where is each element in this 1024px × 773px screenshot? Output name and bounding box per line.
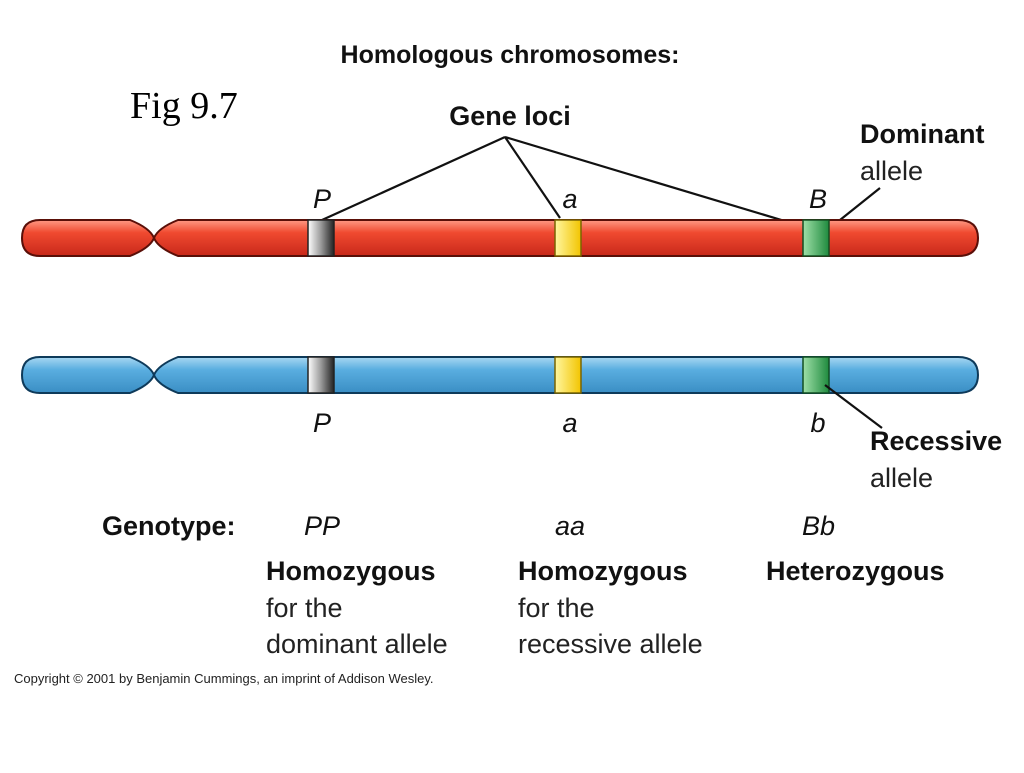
pointer-line-B: [504, 135, 809, 230]
figure-number: Fig 9.7: [130, 85, 238, 127]
locus-band-a-bottom: [554, 356, 582, 394]
dominant-allele-word: allele: [860, 156, 923, 186]
desc-aa-line2: for the: [518, 593, 595, 623]
genotype-PP: PP: [304, 511, 340, 541]
locus-band-b-bottom: [802, 356, 830, 394]
top-allele-B: B: [809, 184, 827, 214]
genotype-Bb: Bb: [802, 511, 835, 541]
dominant-label: Dominant: [860, 119, 985, 149]
bottom-allele-P: P: [313, 408, 331, 438]
locus-band-a-top: [554, 219, 582, 257]
desc-aa-name: Homozygous: [518, 556, 688, 586]
recessive-label: Recessive: [870, 426, 1002, 456]
desc-PP-line3: dominant allele: [266, 629, 448, 659]
genotype-label: Genotype:: [102, 511, 236, 541]
locus-band-P-top: [307, 219, 335, 257]
desc-PP-name: Homozygous: [266, 556, 436, 586]
desc-aa-line3: recessive allele: [518, 629, 703, 659]
top-chromosome: [20, 219, 980, 257]
bottom-chromosome: [20, 356, 980, 394]
pointer-line-a: [504, 136, 561, 219]
genotype-aa: aa: [555, 511, 585, 541]
top-allele-a: a: [562, 184, 577, 214]
locus-band-P-bottom: [307, 356, 335, 394]
recessive-allele-word: allele: [870, 463, 933, 493]
desc-PP-line2: for the: [266, 593, 343, 623]
top-allele-P: P: [313, 184, 331, 214]
gene-loci-pointer-lines: [321, 135, 809, 230]
copyright-notice: Copyright © 2001 by Benjamin Cummings, a…: [14, 671, 434, 686]
pointer-line-P: [321, 135, 506, 222]
bottom-allele-a: a: [562, 408, 577, 438]
gene-loci-label: Gene loci: [449, 101, 571, 131]
diagram-title: Homologous chromosomes:: [341, 41, 680, 69]
locus-band-B-top: [802, 219, 830, 257]
desc-Bb-name: Heterozygous: [766, 556, 945, 586]
bottom-allele-b: b: [810, 408, 825, 438]
recessive-pointer-line: [824, 384, 883, 429]
